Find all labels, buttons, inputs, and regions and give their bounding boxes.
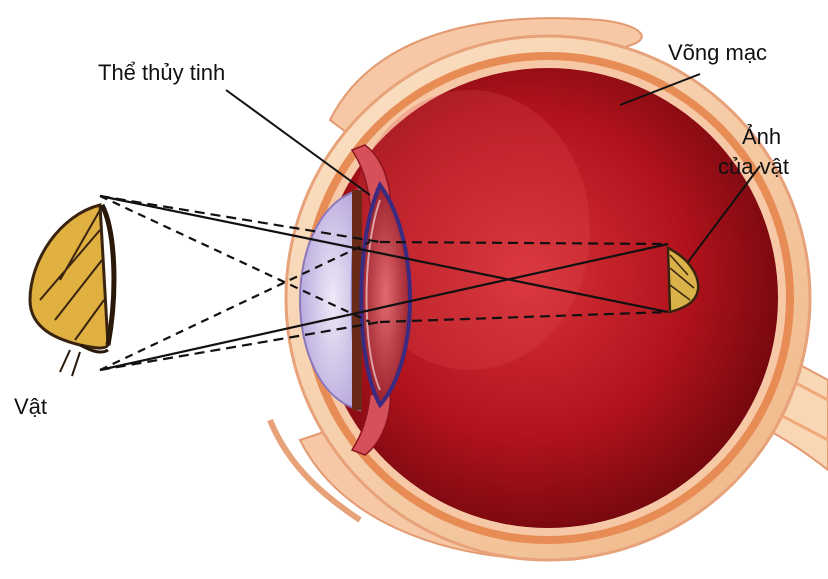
label-lens: Thể thủy tinh xyxy=(98,60,225,86)
label-retina: Võng mạc xyxy=(668,40,767,66)
label-object: Vật xyxy=(14,394,47,420)
butterfly-object xyxy=(30,205,114,376)
label-image-line2: của vật xyxy=(718,154,789,180)
label-image-line1: Ảnh xyxy=(742,124,781,150)
